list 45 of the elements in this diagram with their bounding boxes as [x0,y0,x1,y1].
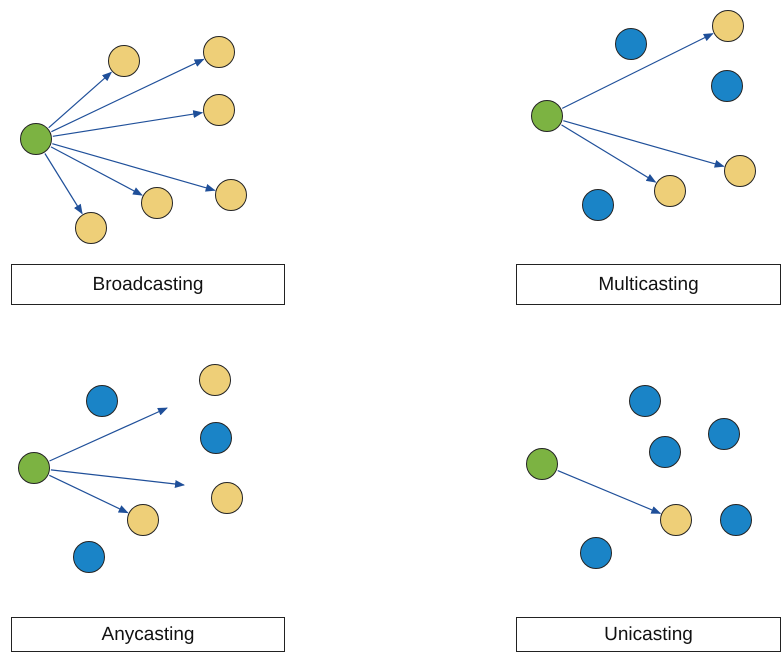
network-node [200,422,232,454]
arrow [49,407,168,462]
arrow [557,470,662,514]
network-node [18,452,50,484]
network-node [649,436,681,468]
arrow [44,153,83,214]
network-node [86,385,118,417]
arrow [51,58,204,132]
arrow [563,120,725,168]
arrow [52,143,216,192]
network-node [75,212,107,244]
network-node [203,36,235,68]
network-node [203,94,235,126]
network-node [73,541,105,573]
arrow [562,33,714,109]
network-node [708,418,740,450]
network-node [215,179,247,211]
arrow [561,124,656,183]
arrow [50,469,185,488]
panel-title: Unicasting [516,617,781,652]
panel-title: Multicasting [516,264,781,305]
network-node [629,385,661,417]
network-node [211,482,243,514]
network-node [531,100,563,132]
panel-title: Broadcasting [11,264,285,305]
network-node [199,364,231,396]
panel-title: Anycasting [11,617,285,652]
network-node [712,10,744,42]
network-node [141,187,173,219]
arrow [52,110,204,137]
network-node [108,45,140,77]
network-node [582,189,614,221]
network-node [20,123,52,155]
network-node [127,504,159,536]
network-node [615,28,647,60]
network-node [580,537,612,569]
network-node [720,504,752,536]
network-node [660,504,692,536]
network-node [526,448,558,480]
network-node [654,175,686,207]
arrow [50,146,143,196]
arrow [49,474,129,514]
arrow [48,72,112,128]
network-node [724,155,756,187]
network-node [711,70,743,102]
